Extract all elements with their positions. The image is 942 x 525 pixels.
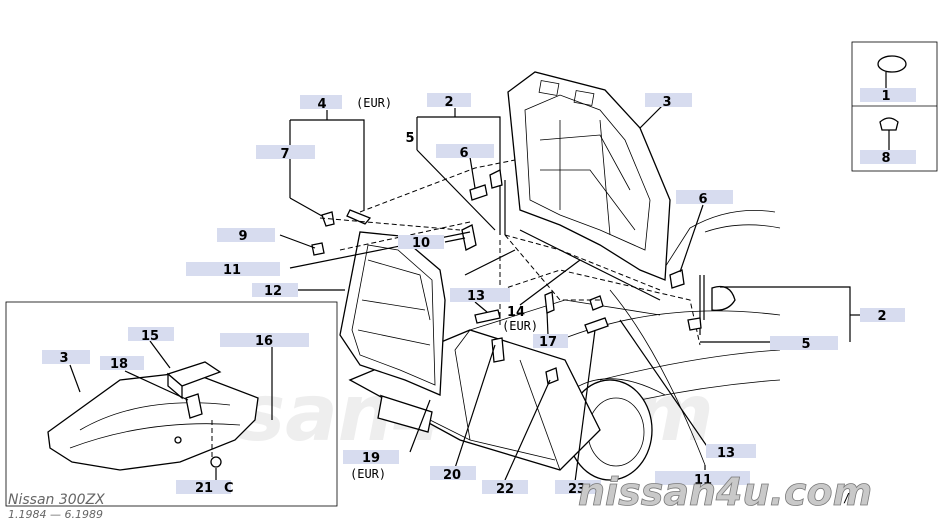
callout-label-c1: 1 [881, 89, 890, 104]
callout-chip-c7 [256, 145, 315, 159]
callout-chip-c2a [427, 93, 471, 107]
callout-label-c3b: 3 [59, 351, 68, 366]
callout-chip-c21 [176, 480, 231, 494]
page-mark: / [843, 491, 850, 505]
callout-chip-c20 [430, 466, 476, 480]
callout-label-c11a: 11 [223, 263, 241, 278]
site-watermark: nissan4u.com [578, 470, 872, 514]
callout-chip-c1 [860, 88, 916, 102]
footer-model: Nissan 300ZX [8, 492, 105, 508]
callout-chip-c8 [860, 150, 916, 164]
callout-label-c6b: 6 [698, 192, 707, 207]
callout-label-c10: 10 [412, 236, 430, 251]
callout-chip-c10 [398, 235, 444, 249]
callout-label-c13a: 13 [467, 289, 485, 304]
callout-label-c18: 18 [110, 357, 128, 372]
callout-label-c20: 20 [443, 468, 461, 483]
callout-label-c2b: 2 [877, 309, 886, 324]
callout-chip-c5b [770, 336, 838, 350]
callout-label-c22: 22 [496, 482, 514, 497]
callout-chip-c3b [42, 350, 90, 364]
footer-dates: 1.1984 — 6.1989 [8, 508, 103, 521]
callout-label-c8: 8 [881, 151, 890, 166]
callout-label-c9: 9 [238, 229, 247, 244]
callout-label-c13b: 13 [717, 446, 735, 461]
callout-label-c17: 17 [539, 335, 557, 350]
callout-label-c4n: (EUR) [356, 96, 392, 110]
callout-label-c4: 4 [317, 97, 326, 112]
callout-chip-c2b [860, 308, 905, 322]
callout-label-c23: 23 [568, 482, 586, 497]
callout-chip-c23 [555, 480, 601, 494]
callout-chip-c6b [676, 190, 733, 204]
callout-chip-c18 [100, 356, 144, 370]
callout-chip-c3a [645, 93, 692, 107]
callout-chip-c16 [220, 333, 309, 347]
callout-chip-c6a [436, 144, 494, 158]
callout-label-c19n: (EUR) [350, 467, 386, 481]
callout-chip-c9 [217, 228, 275, 242]
callout-label-c11b: 11 [694, 473, 712, 488]
callout-label-c12: 12 [264, 284, 282, 299]
callout-chip-c11b [655, 471, 750, 485]
callout-chip-c13a [450, 288, 510, 302]
callout-label-c21n: C [224, 481, 234, 496]
callout-chip-c13b [706, 444, 756, 458]
callout-chip-c4 [300, 95, 342, 109]
callout-label-c14: 14 [507, 305, 525, 320]
callout-chip-c11a [186, 262, 280, 276]
inset-hood-insulator [5, 301, 338, 507]
callout-chip-c19 [343, 450, 399, 464]
fastener-box [851, 41, 938, 172]
hood-panel [507, 71, 671, 281]
callout-label-c16: 16 [255, 334, 273, 349]
callout-chip-c12 [252, 283, 298, 297]
callout-label-c21: 21 [195, 481, 213, 496]
callout-label-c14n: (EUR) [502, 319, 538, 333]
callout-chip-c15 [128, 327, 174, 341]
callout-label-c2a: 2 [444, 95, 453, 110]
callout-label-c6a: 6 [459, 146, 468, 161]
callout-label-c15: 15 [141, 329, 159, 344]
callout-chip-c22 [482, 480, 528, 494]
hood-panel-eur [339, 231, 446, 396]
callout-chip-c17 [533, 334, 568, 348]
callout-label-c5a: 5 [405, 131, 414, 146]
callout-label-c19: 19 [362, 451, 380, 466]
callout-label-c3a: 3 [662, 95, 671, 110]
callout-label-c7: 7 [280, 147, 289, 162]
callout-label-c5b: 5 [801, 337, 810, 352]
